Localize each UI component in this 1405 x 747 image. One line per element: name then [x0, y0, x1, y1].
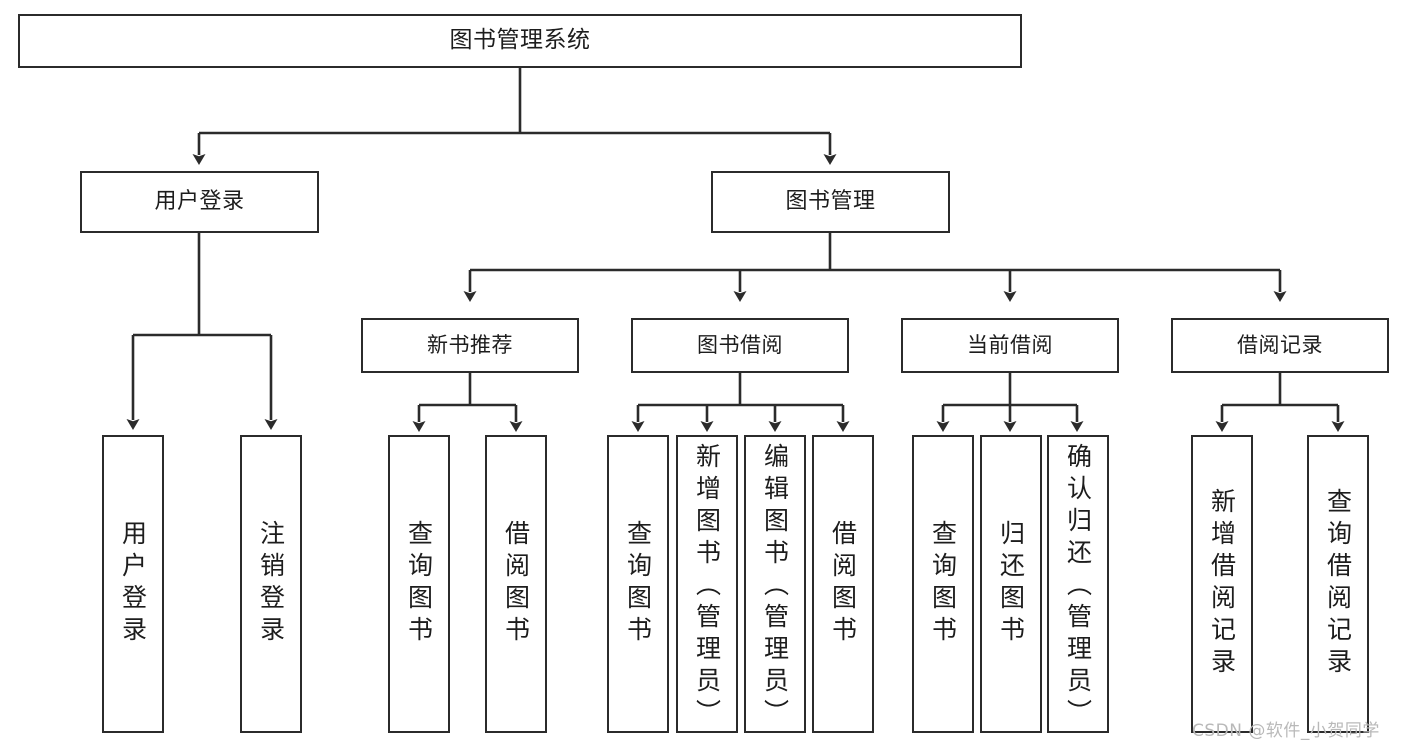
- node-label: 查询借阅记录: [1323, 488, 1353, 680]
- node-label: 确认归还（管理员）: [1063, 443, 1093, 731]
- node-label: 归还图书: [996, 520, 1026, 648]
- leaf-borrow-book-recommend[interactable]: 借阅图书: [485, 435, 547, 733]
- node-label: 新增图书（管理员）: [692, 443, 722, 731]
- node-label: 注销登录: [256, 520, 286, 648]
- node-new-book-recommend[interactable]: 新书推荐: [361, 318, 579, 373]
- leaf-query-borrow-record[interactable]: 查询借阅记录: [1307, 435, 1369, 733]
- leaf-query-book-recommend[interactable]: 查询图书: [388, 435, 450, 733]
- node-label: 新增借阅记录: [1207, 488, 1237, 680]
- node-label: 图书管理: [785, 189, 876, 215]
- node-label: 用户登录: [154, 189, 245, 215]
- node-label: 当前借阅: [967, 333, 1053, 358]
- node-root-system[interactable]: 图书管理系统: [18, 14, 1022, 68]
- node-label: 查询图书: [404, 520, 434, 648]
- leaf-borrow-book[interactable]: 借阅图书: [812, 435, 874, 733]
- leaf-query-book-borrow[interactable]: 查询图书: [607, 435, 669, 733]
- node-label: 新书推荐: [427, 333, 513, 358]
- node-label: 查询图书: [928, 520, 958, 648]
- node-book-manage[interactable]: 图书管理: [711, 171, 950, 233]
- node-label: 借阅图书: [501, 520, 531, 648]
- node-borrow-record[interactable]: 借阅记录: [1171, 318, 1389, 373]
- node-user-login[interactable]: 用户登录: [80, 171, 319, 233]
- csdn-watermark: CSDN @软件_小贺同学: [1192, 721, 1380, 741]
- leaf-user-login[interactable]: 用户登录: [102, 435, 164, 733]
- leaf-return-book[interactable]: 归还图书: [980, 435, 1042, 733]
- leaf-logout[interactable]: 注销登录: [240, 435, 302, 733]
- leaf-add-book[interactable]: 新增图书（管理员）: [676, 435, 738, 733]
- leaf-edit-book[interactable]: 编辑图书（管理员）: [744, 435, 806, 733]
- leaf-query-book-current[interactable]: 查询图书: [912, 435, 974, 733]
- node-label: 图书管理系统: [449, 27, 591, 54]
- node-label: 查询图书: [623, 520, 653, 648]
- leaf-confirm-return[interactable]: 确认归还（管理员）: [1047, 435, 1109, 733]
- leaf-add-borrow-record[interactable]: 新增借阅记录: [1191, 435, 1253, 733]
- node-label: 用户登录: [118, 520, 148, 648]
- node-label: 借阅图书: [828, 520, 858, 648]
- node-label: 图书借阅: [697, 333, 783, 358]
- node-label: 借阅记录: [1237, 333, 1323, 358]
- node-current-borrow[interactable]: 当前借阅: [901, 318, 1119, 373]
- node-label: 编辑图书（管理员）: [760, 443, 790, 731]
- node-book-borrow[interactable]: 图书借阅: [631, 318, 849, 373]
